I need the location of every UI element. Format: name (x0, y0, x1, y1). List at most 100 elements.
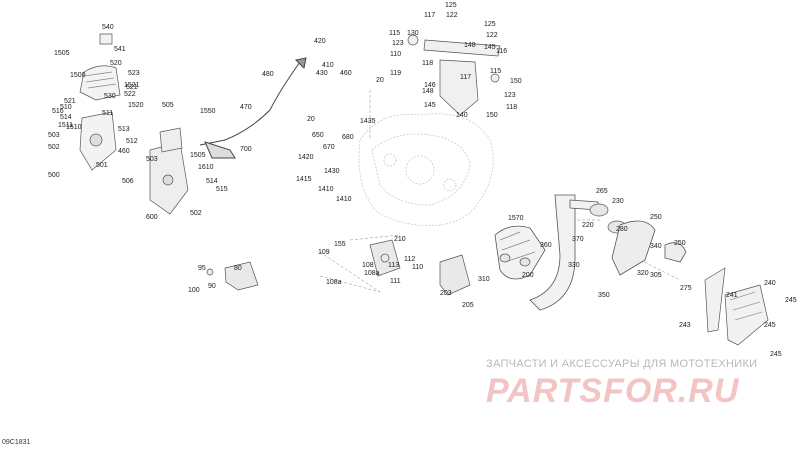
part-callout: 522 (124, 91, 136, 98)
front-cover-assembly (79, 33, 121, 171)
part-callout: 108a (364, 270, 380, 277)
part-callout: 108 (362, 262, 374, 269)
part-callout: 108a (326, 279, 342, 286)
part-callout: 110 (390, 51, 402, 58)
part-callout: 410 (322, 62, 334, 69)
part-callout: 240 (764, 280, 776, 287)
part-callout: 125 (484, 21, 496, 28)
part-callout: 122 (446, 12, 458, 19)
part-callout: 280 (616, 226, 628, 233)
intake-duct (494, 194, 599, 311)
part-callout: 1511 (58, 122, 74, 129)
part-callout: 1510 (66, 124, 82, 131)
part-callout: 670 (323, 144, 335, 151)
part-callout: 1521 (124, 82, 140, 89)
part-callout: 512 (126, 138, 138, 145)
part-callout: 505 (162, 102, 174, 109)
part-callout: 521 (64, 98, 76, 105)
part-callout: 20 (307, 116, 315, 123)
part-callout: 360 (540, 242, 552, 249)
part-callout: 118 (422, 60, 434, 67)
part-callout: 503 (146, 156, 158, 163)
part-callout: 511 (102, 110, 114, 117)
part-callout: 541 (114, 46, 126, 53)
part-callout: 122 (486, 32, 498, 39)
part-callout: 506 (122, 178, 134, 185)
part-callout: 1505 (190, 152, 206, 159)
part-callout: 503 (48, 132, 60, 139)
part-callout: 460 (118, 148, 130, 155)
part-callout: 350 (598, 292, 610, 299)
part-callout: 90 (208, 283, 216, 290)
part-callout: 203 (440, 290, 452, 297)
part-callout: 680 (342, 134, 354, 141)
upper-bracket-assembly (407, 34, 501, 116)
part-callout: 1430 (324, 168, 340, 175)
part-callout: 245 (770, 351, 782, 358)
part-callout: 230 (612, 198, 624, 205)
part-callout: 150 (486, 112, 498, 119)
tensioner-assembly (369, 239, 471, 296)
part-callout: 148 (422, 88, 434, 95)
part-callout: 600 (146, 214, 158, 221)
part-callout: 305 (650, 272, 662, 279)
part-callout: 1505 (54, 50, 70, 57)
part-callout: 501 (96, 162, 108, 169)
part-callout: 250 (674, 240, 686, 247)
part-callout: 148 (464, 42, 476, 49)
part-callout: 123 (504, 92, 516, 99)
part-callout: 115 (389, 30, 401, 37)
part-callout: 514 (60, 114, 72, 121)
airbox-cover (611, 220, 687, 276)
part-callout: 480 (262, 71, 274, 78)
part-callout: 20 (376, 77, 384, 84)
part-callout: 243 (679, 322, 691, 329)
part-callout: 115 (490, 68, 502, 75)
part-callout: 1550 (200, 108, 216, 115)
part-callout: 155 (334, 241, 346, 248)
part-callout: 205 (462, 302, 474, 309)
bottom-left-assembly (206, 261, 259, 291)
part-callout: 125 (445, 2, 457, 9)
part-callout: 116 (496, 48, 508, 55)
part-callout: 275 (680, 285, 692, 292)
part-callout: 1420 (298, 154, 314, 161)
part-callout: 140 (456, 112, 468, 119)
part-callout: 150 (510, 78, 522, 85)
part-callout: 520 (110, 60, 122, 67)
part-callout: 530 (104, 93, 116, 100)
part-callout: 1500 (70, 72, 86, 79)
part-callout: 470 (240, 104, 252, 111)
part-callout: 145 (484, 44, 496, 51)
diagram-code: 09C1831 (2, 439, 31, 446)
part-callout: 145 (424, 102, 436, 109)
part-callout: 330 (568, 262, 580, 269)
part-callout: 310 (478, 276, 490, 283)
hose-clamps (499, 203, 627, 267)
part-callout: 95 (198, 265, 206, 272)
part-callout: 500 (48, 172, 60, 179)
part-callout: 460 (340, 70, 352, 77)
part-callout: 130 (407, 30, 419, 37)
part-callout: 1570 (508, 215, 524, 222)
side-panel (149, 127, 189, 215)
part-callout: 513 (118, 126, 130, 133)
part-callout: 1410 (318, 186, 334, 193)
part-callout: 1435 (360, 118, 376, 125)
part-callout: 1415 (296, 176, 312, 183)
part-callout: 516 (52, 108, 64, 115)
part-callout: 112 (404, 256, 416, 263)
part-callout: 241 (726, 292, 738, 299)
watermark-caption: ЗАПЧАСТИ И АКСЕССУАРЫ ДЛЯ МОТОТЕХНИКИ (486, 358, 758, 370)
part-callout: 515 (216, 186, 228, 193)
part-callout: 111 (390, 278, 401, 285)
part-callout: 80 (234, 265, 242, 272)
part-callout: 521 (126, 84, 138, 91)
part-callout: 650 (312, 132, 324, 139)
part-callout: 210 (394, 236, 406, 243)
part-callout: 123 (392, 40, 404, 47)
part-callout: 1610 (198, 164, 214, 171)
part-callout: 117 (424, 12, 436, 19)
part-callout: 370 (572, 236, 584, 243)
